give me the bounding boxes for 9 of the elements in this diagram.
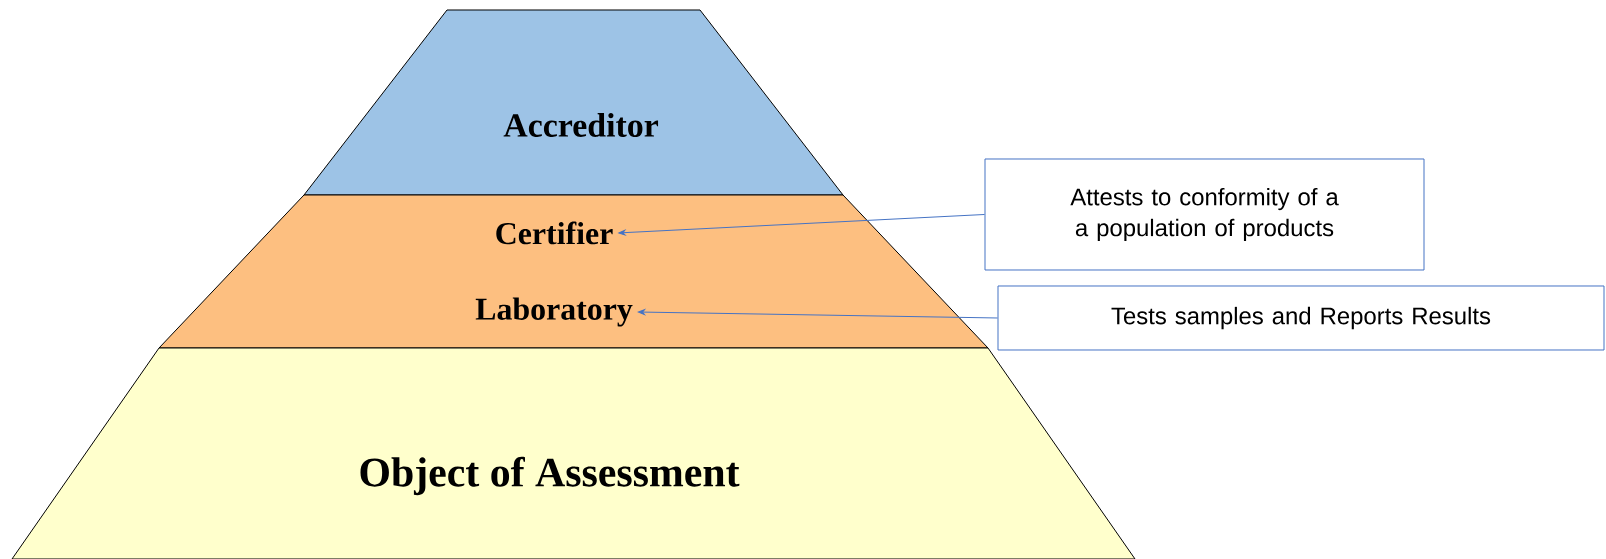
pyramid-tier bbox=[158, 194, 989, 349]
callout-box: Attests to conformity of a a population of products bbox=[984, 158, 1425, 271]
pyramid-tier: Object of Assessment bbox=[11, 347, 1136, 559]
tier-label: Laboratory bbox=[475, 297, 633, 327]
tier-label: Certifier bbox=[496, 221, 613, 245]
callout-box: Tests samples and Reports Results bbox=[997, 285, 1605, 351]
leader-line bbox=[618, 214, 985, 236]
pyramid-tier: Accreditor bbox=[303, 9, 844, 196]
leader-line bbox=[637, 309, 998, 319]
